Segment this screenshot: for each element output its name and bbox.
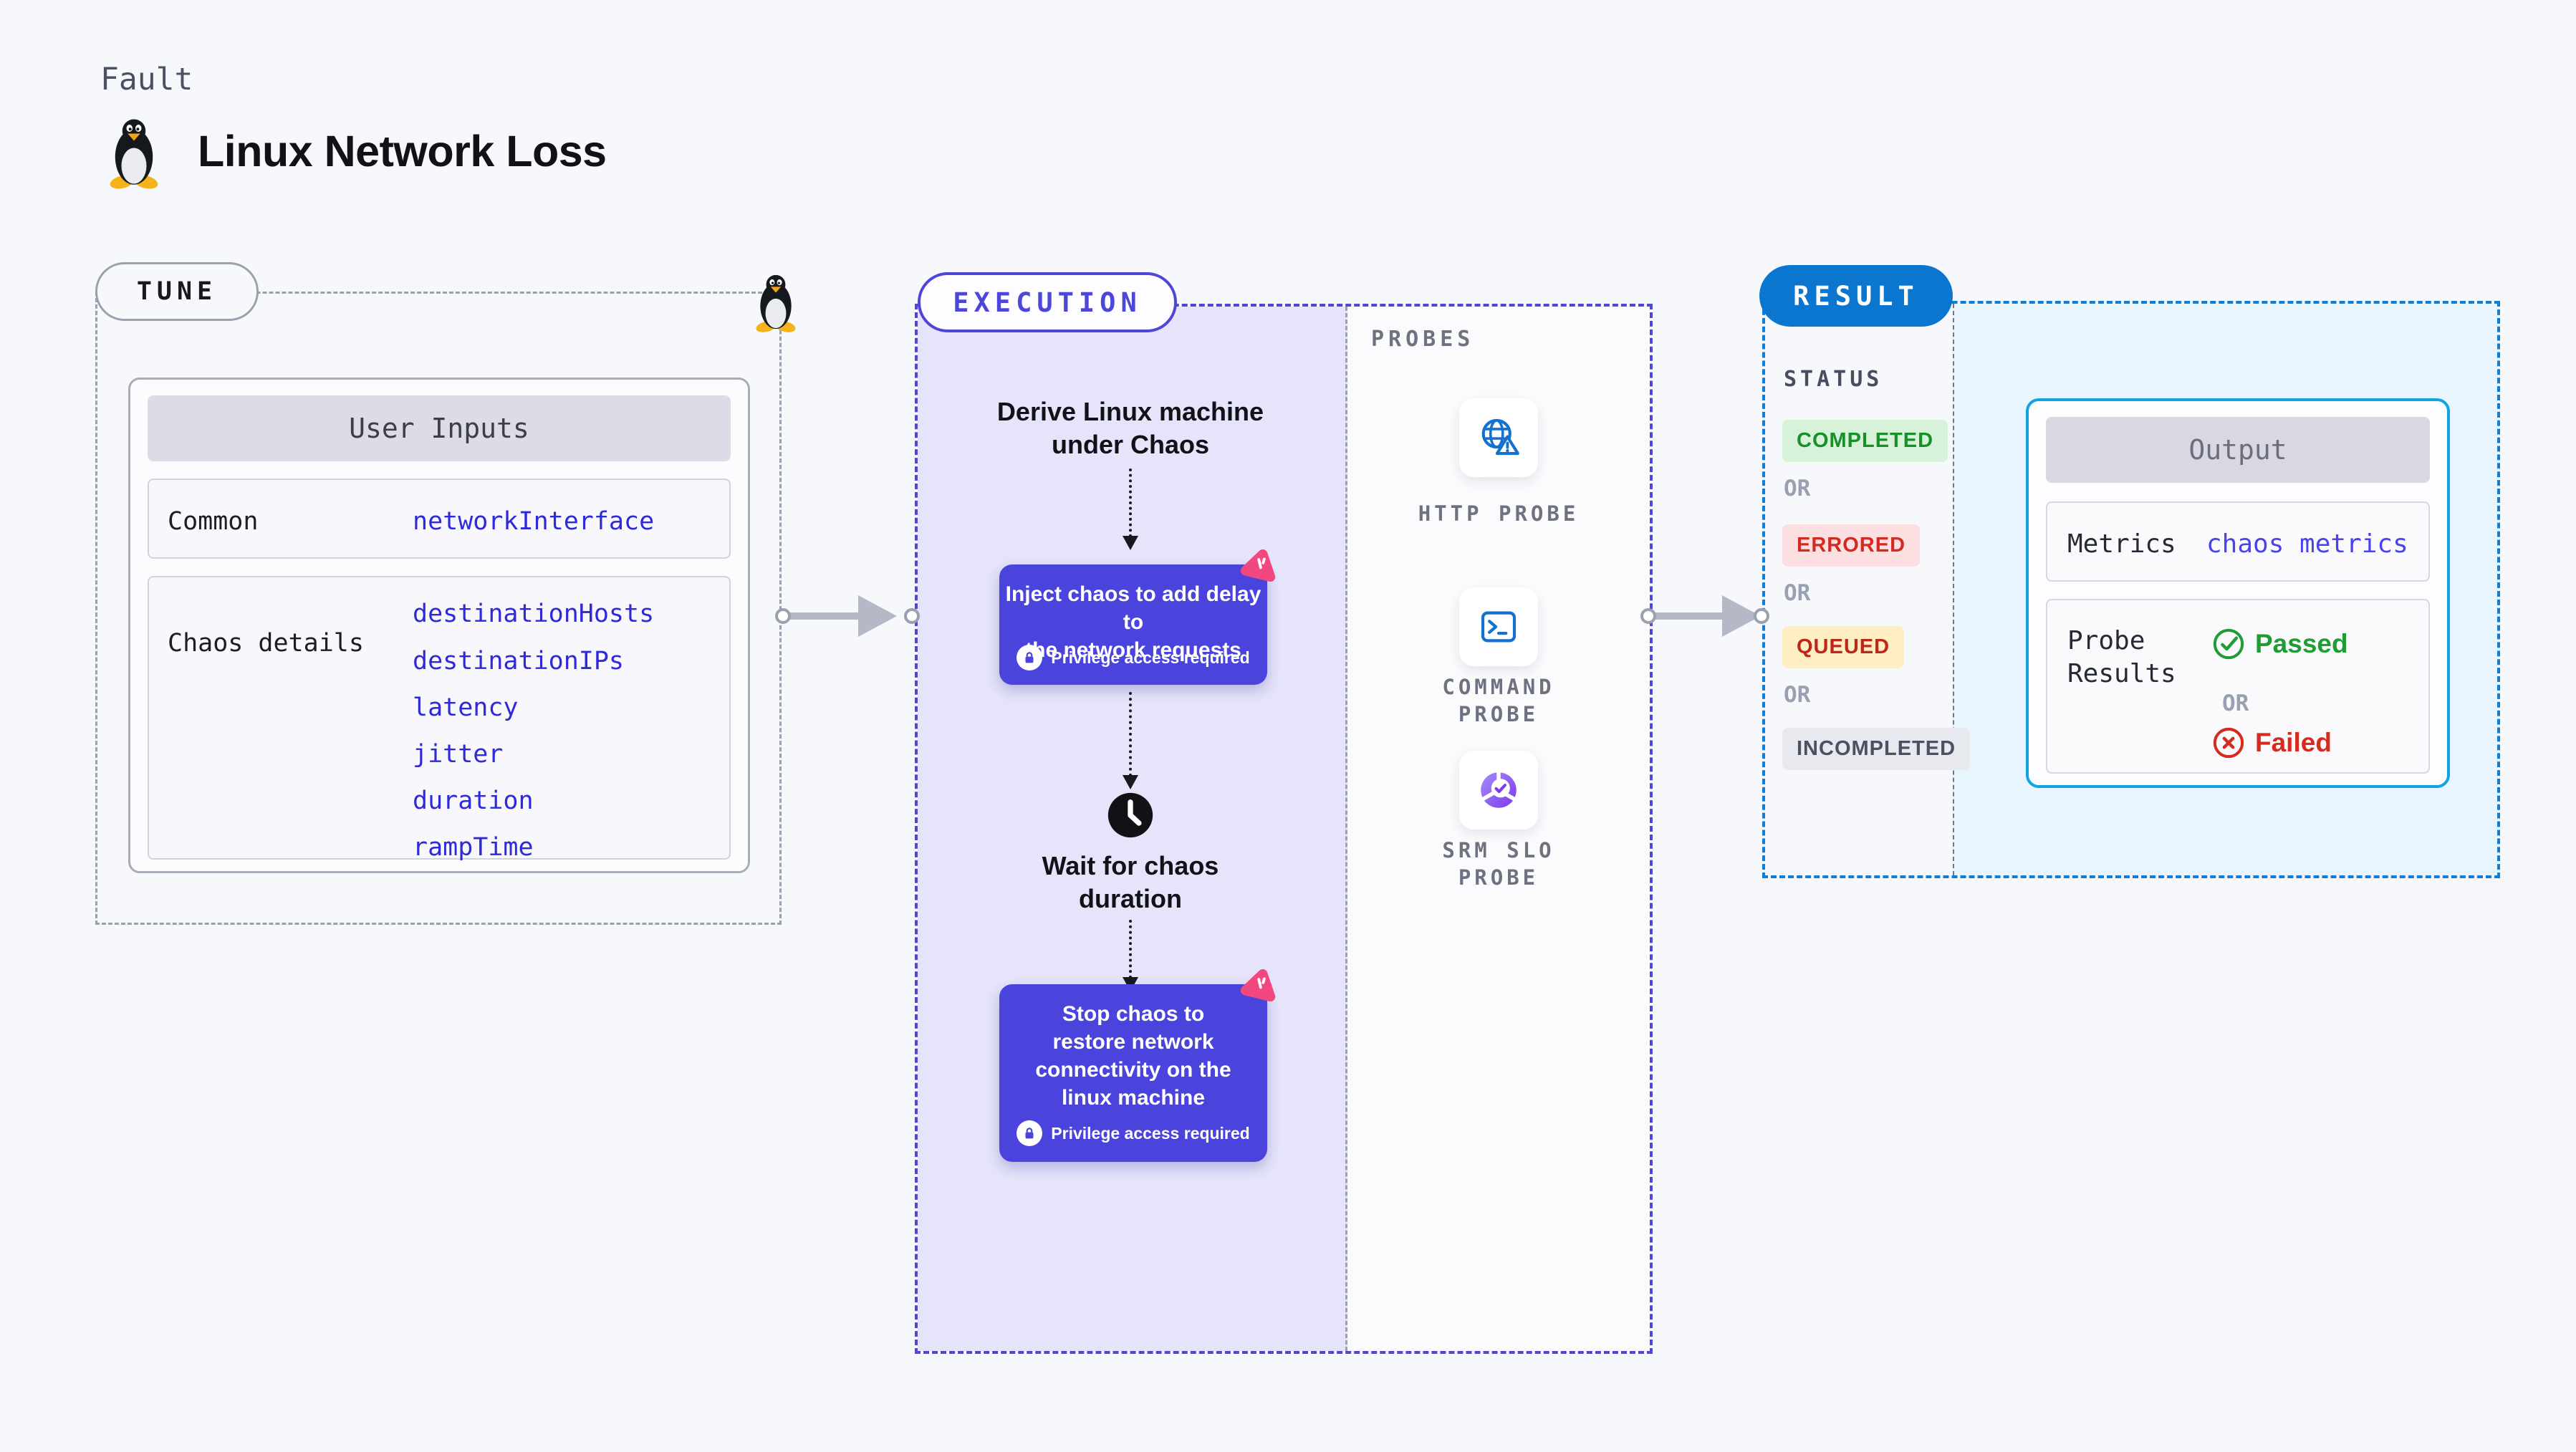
connector-dot (1754, 608, 1769, 624)
command-probe-card (1459, 587, 1538, 666)
row-value: rampTime (413, 833, 534, 862)
failed-verdict: Failed (2212, 726, 2332, 759)
passed-label: Passed (2255, 629, 2348, 658)
flow-arrow-head (1123, 775, 1138, 789)
metrics-value: chaos metrics (2206, 529, 2408, 559)
page-title: Linux Network Loss (198, 127, 607, 176)
flow-arrow (1129, 468, 1132, 537)
result-badge: RESULT (1759, 265, 1953, 327)
status-badge-completed: COMPLETED (1782, 420, 1948, 462)
status-label: STATUS (1784, 367, 1883, 392)
lock-icon (1017, 645, 1043, 670)
or-separator: OR (2222, 691, 2249, 716)
privilege-note: Privilege access required (1051, 648, 1250, 667)
inject-chaos-node: Inject chaos to add delay to the network… (999, 564, 1267, 685)
probes-label: PROBES (1371, 327, 1475, 352)
http-probe-label: HTTP PROBE (1418, 501, 1580, 526)
stop-step-label: Stop chaos to restore network connectivi… (1035, 1002, 1231, 1110)
execution-section (915, 304, 1653, 1354)
or-separator: OR (1784, 476, 1811, 501)
stop-chaos-node: Stop chaos to restore network connectivi… (999, 984, 1267, 1162)
connector-dot (1640, 608, 1656, 624)
probe-results-row: Probe Results Passed OR Failed (2046, 599, 2430, 774)
command-probe-label: COMMAND PROBE (1442, 675, 1555, 726)
output-card: Output Metrics chaos metrics Probe Resul… (2026, 398, 2450, 788)
arrow-head (858, 595, 897, 637)
output-header: Output (2046, 417, 2430, 483)
chaos-spark-icon (1241, 549, 1276, 582)
probe-results-label: Probe Results (2067, 626, 2176, 688)
linux-tux-icon (110, 119, 158, 189)
row-value: networkInterface (413, 507, 655, 536)
globe-warning-icon (1481, 418, 1519, 456)
status-badge-incompleted: INCOMPLETED (1782, 728, 1971, 770)
table-row-chaos-details: Chaos details destinationHosts destinati… (148, 576, 731, 862)
terminal-icon (1481, 611, 1517, 643)
linux-tux-corner-icon (756, 274, 796, 332)
http-probe-card (1459, 398, 1538, 477)
fault-eyebrow: Fault (100, 62, 193, 97)
table-row-common: Common networkInterface (148, 479, 731, 559)
derive-step: Derive Linux machine under Chaos (996, 397, 1264, 459)
failed-label: Failed (2255, 728, 2332, 757)
flow-arrow-head (1123, 536, 1138, 550)
status-badge-errored: ERRORED (1782, 524, 1921, 567)
x-circle-icon (2213, 727, 2244, 759)
arrow-line (1655, 612, 1725, 620)
row-value: destinationIPs (413, 647, 625, 675)
row-value: destinationHosts (413, 600, 655, 628)
inject-step-label: Inject chaos to add delay to the network… (1005, 582, 1261, 662)
privilege-note: Privilege access required (1051, 1123, 1250, 1143)
slo-pie-check-icon (1480, 770, 1517, 808)
status-badge-queued: QUEUED (1782, 626, 1905, 668)
execution-badge: EXECUTION (918, 272, 1177, 332)
row-label: Chaos details (168, 629, 364, 658)
passed-verdict: Passed (2212, 628, 2348, 660)
lock-icon (1017, 1120, 1043, 1146)
metrics-row: Metrics chaos metrics (2046, 501, 2430, 582)
srm-slo-probe-card (1459, 751, 1538, 830)
row-value: latency (413, 693, 519, 722)
connector-dot (775, 608, 791, 624)
metrics-label: Metrics (2067, 529, 2176, 559)
check-circle-icon (2213, 628, 2244, 660)
arrow-line (789, 612, 861, 620)
connector-dot (904, 608, 920, 624)
chaos-spark-icon (1241, 968, 1276, 1002)
row-value: duration (413, 787, 534, 815)
user-inputs-card: User Inputs Common networkInterface Chao… (128, 378, 750, 873)
srm-slo-probe-label: SRM SLO PROBE (1442, 838, 1555, 890)
row-value: jitter (413, 740, 504, 769)
wait-clock-icon (1107, 792, 1153, 838)
wait-step: Wait for chaos duration (1042, 851, 1219, 913)
or-separator: OR (1784, 682, 1811, 708)
user-inputs-header: User Inputs (148, 395, 731, 461)
or-separator: OR (1784, 580, 1811, 606)
row-label: Common (168, 507, 259, 536)
tune-badge: TUNE (95, 262, 259, 321)
flow-arrow (1129, 920, 1132, 979)
flow-arrow (1129, 692, 1132, 777)
